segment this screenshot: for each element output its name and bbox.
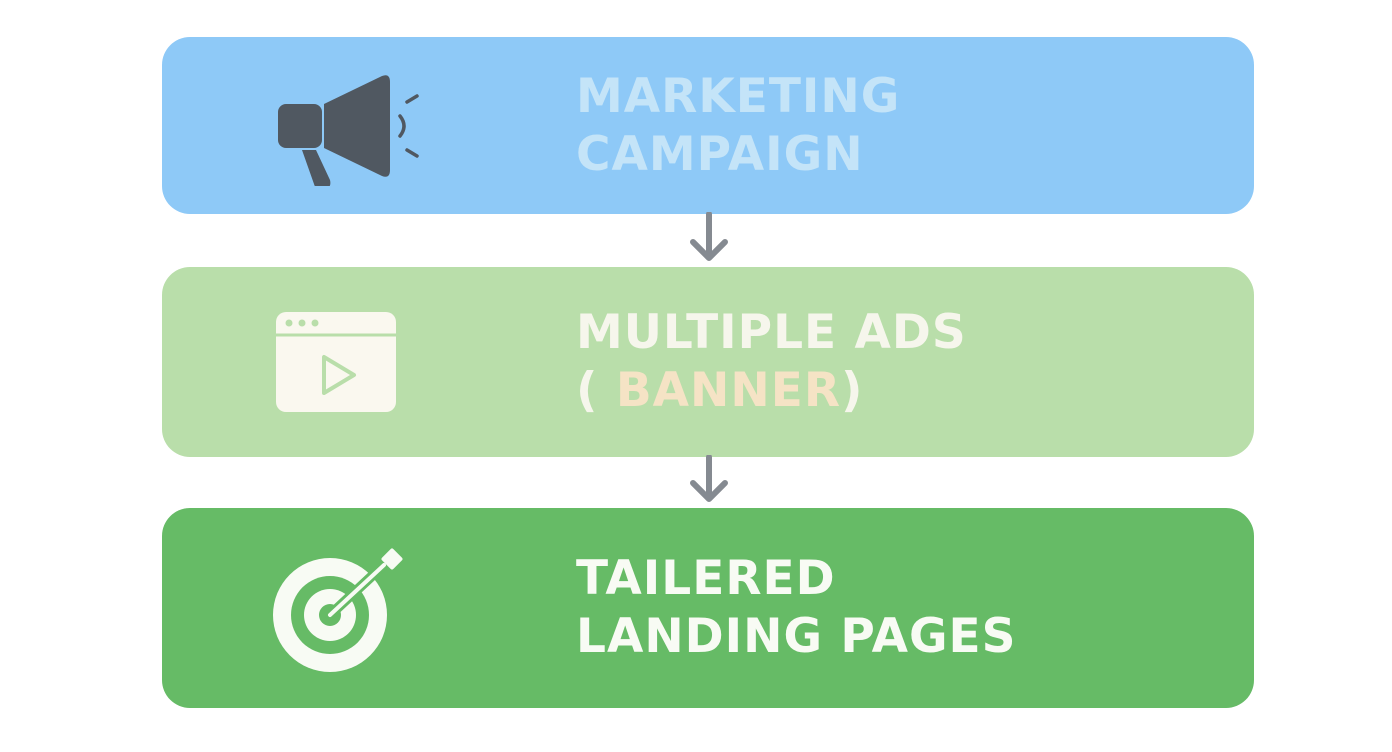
step-2-line-1: MULTIPLE ADS — [576, 305, 967, 360]
arrow-down-icon — [690, 212, 728, 261]
step-multiple-ads: MULTIPLE ADS ( BANNER) — [162, 267, 1254, 457]
megaphone-icon — [278, 74, 419, 186]
arrow-down-icon — [690, 455, 728, 502]
banner-word: BANNER — [598, 363, 842, 418]
megaphone-icon-wrap — [272, 37, 422, 214]
paren-open: ( — [576, 363, 599, 418]
step-1-line-2: CAMPAIGN — [576, 126, 864, 182]
step-tailered-landing-pages: TAILERED LANDING PAGES — [162, 508, 1254, 708]
step-1-line-1: MARKETING — [576, 68, 901, 124]
step-2-label: MULTIPLE ADS ( BANNER) — [576, 267, 967, 457]
step-1-label: MARKETING CAMPAIGN — [576, 37, 900, 214]
step-3-line-2: LANDING PAGES — [576, 609, 1017, 664]
step-3-line-1: TAILERED — [576, 551, 836, 606]
step-2-line-2: ( BANNER) — [576, 362, 967, 420]
step-3-label: TAILERED LANDING PAGES — [576, 508, 1016, 708]
paren-close: ) — [841, 363, 864, 418]
video-ad-icon-wrap — [272, 267, 422, 457]
target-icon-wrap — [272, 508, 422, 708]
step-marketing-campaign: MARKETING CAMPAIGN — [162, 37, 1254, 214]
video-ad-browser-icon — [276, 312, 396, 412]
target-icon — [273, 548, 403, 672]
